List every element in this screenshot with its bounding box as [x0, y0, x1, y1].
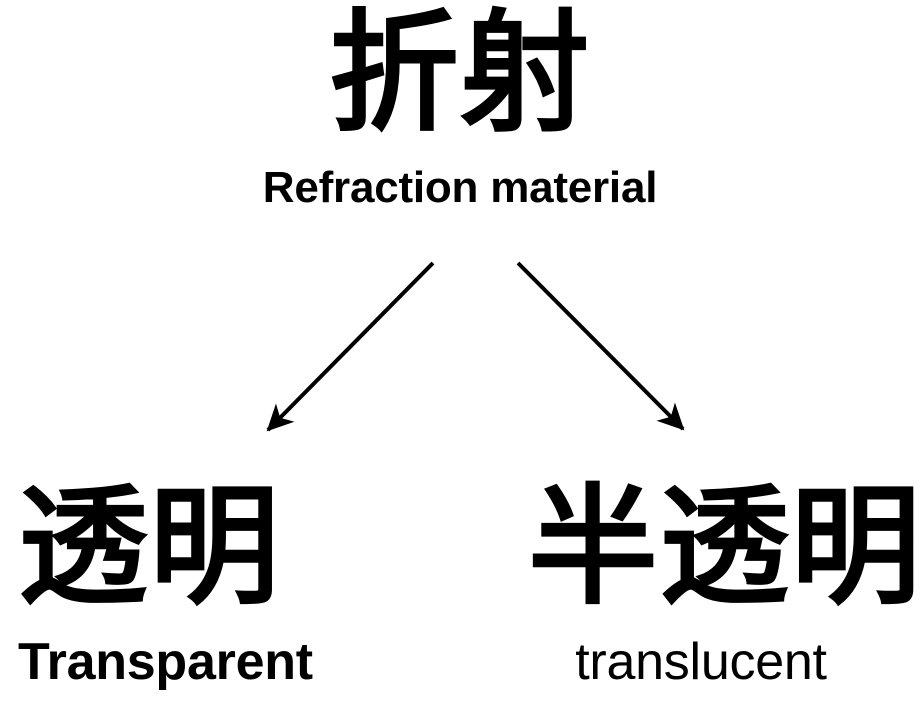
- arrow-to-translucent: [516, 261, 685, 431]
- node-refraction-material-latin-label: Refraction material: [262, 163, 658, 212]
- arrow-to-transparent: [266, 261, 435, 432]
- node-refraction-material-cjk-label: 折射: [329, 0, 591, 151]
- node-transparent-cjk-label: 透明: [18, 471, 281, 623]
- node-transparent-latin-label: Transparent: [18, 633, 313, 691]
- node-transparent: 透明 Transparent: [0, 482, 330, 688]
- node-translucent-latin-label: translucent: [575, 633, 827, 691]
- node-translucent: 半透明 translucent: [520, 482, 920, 688]
- node-refraction-material: 折射 Refraction material: [0, 8, 920, 210]
- node-translucent-cjk-label: 半透明: [528, 471, 920, 623]
